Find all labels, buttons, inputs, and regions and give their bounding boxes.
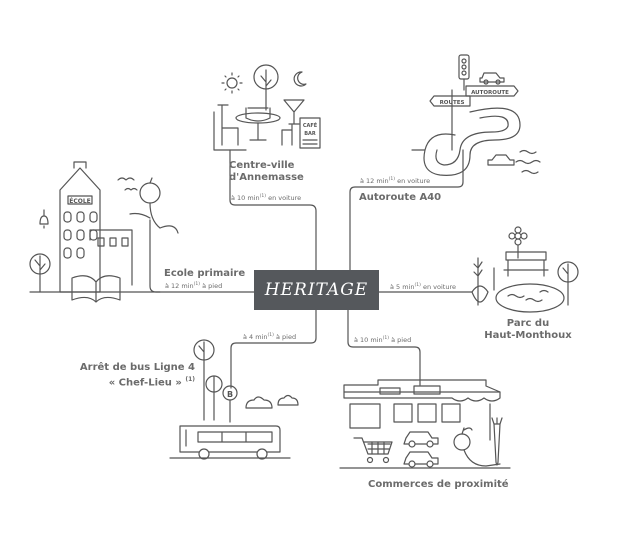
commerces-label: Commerces de proximité bbox=[368, 479, 509, 491]
park-tree-left bbox=[473, 257, 483, 306]
cafe-bar-sign bbox=[299, 117, 321, 149]
chair-left-icon bbox=[217, 104, 239, 146]
bus-name-line1: Arrêt de bus Ligne 4 bbox=[79, 362, 195, 373]
commerces-distance-note: (1) bbox=[382, 336, 390, 341]
apple-tree-icon bbox=[129, 177, 179, 234]
ecole-name: Ecole primaire bbox=[164, 268, 246, 279]
bus-tree-icon bbox=[193, 339, 215, 421]
bell-icon bbox=[39, 209, 49, 229]
commerces-distance: à 10 min(1) à pied bbox=[354, 336, 411, 344]
ecole-distance-note: (1) bbox=[193, 282, 201, 287]
ecole-sign-text: ÉCOLE bbox=[69, 197, 91, 205]
logo-text: HERITAGE bbox=[264, 280, 369, 300]
car-icon-top bbox=[479, 72, 505, 83]
bus-tree-small bbox=[205, 375, 223, 421]
shopping-cart-icon bbox=[353, 437, 393, 455]
bus-distance-note: (1) bbox=[267, 333, 274, 338]
bus-distance: à 4 min(1) à pied bbox=[243, 333, 296, 341]
carrot-icon bbox=[491, 417, 503, 466]
connector-commerces bbox=[347, 309, 421, 386]
centre-ville-label: Centre-ville d'Annemasse bbox=[229, 160, 304, 184]
open-book-icon bbox=[71, 275, 121, 303]
connector-centre-ville bbox=[229, 149, 317, 271]
cafe-sign-text: CAFÉ bbox=[303, 121, 318, 129]
coffee-cup-icon bbox=[245, 107, 271, 122]
heritage-logo: HERITAGE bbox=[254, 270, 379, 310]
ecole-distance-mode: à pied bbox=[202, 282, 223, 291]
bus-distance-mode: à pied bbox=[275, 333, 297, 342]
park-icon bbox=[471, 226, 579, 313]
bus-stop-sign-text: B bbox=[227, 390, 233, 399]
centre-ville-icon bbox=[213, 64, 321, 151]
bus-name-note: (1) bbox=[185, 376, 195, 383]
autoroute-name: Autoroute A40 bbox=[359, 192, 442, 203]
bus-distance-time: à 4 min bbox=[243, 333, 268, 342]
parc-distance-note: (1) bbox=[414, 283, 421, 288]
tree-icon bbox=[253, 64, 279, 111]
bus-name-line2: « Chef-Lieu » bbox=[108, 377, 182, 389]
parc-distance-time: à 5 min bbox=[390, 283, 415, 292]
autoroute-distance-note: (1) bbox=[388, 177, 396, 182]
commerces-distance-time: à 10 min bbox=[354, 336, 383, 345]
centre-ville-distance-note: (1) bbox=[259, 194, 267, 199]
sign-autoroute bbox=[465, 85, 519, 97]
pond-icon bbox=[495, 283, 565, 313]
centre-ville-name-line1: Centre-ville bbox=[229, 160, 295, 171]
school-annex bbox=[89, 229, 133, 286]
small-tree-icon bbox=[29, 253, 51, 293]
autoroute-icon bbox=[411, 54, 541, 176]
autoroute-distance-mode: en voiture bbox=[397, 177, 431, 186]
school-icon bbox=[29, 161, 179, 303]
sign-autoroute-text: AUTOROUTE bbox=[471, 90, 509, 96]
bus-label: Arrêt de bus Ligne 4 « Chef-Lieu » (1) bbox=[70, 362, 195, 389]
chair-right-icon bbox=[281, 124, 293, 146]
shop-awning bbox=[343, 391, 501, 402]
centre-ville-distance-time: à 10 min bbox=[231, 194, 260, 203]
shop-facade bbox=[343, 379, 501, 393]
bus-stop-icon bbox=[169, 339, 299, 460]
car-icon-bottom bbox=[487, 154, 515, 166]
ecole-distance: à 12 min(1) à pied bbox=[165, 282, 222, 290]
water-waves bbox=[515, 149, 541, 175]
shops-icon bbox=[339, 379, 511, 469]
birds-icon bbox=[117, 177, 138, 191]
autoroute-distance-time: à 12 min bbox=[360, 177, 389, 186]
flower-icon bbox=[508, 226, 528, 259]
connector-autoroute bbox=[349, 149, 464, 271]
connector-bus bbox=[230, 309, 317, 389]
parc-label: Parc du Haut-Monthoux bbox=[478, 318, 578, 342]
centre-ville-distance: à 10 min(1) en voiture bbox=[231, 194, 301, 202]
shop-window bbox=[349, 403, 381, 429]
connector-lines bbox=[149, 149, 473, 389]
sign-routes bbox=[429, 95, 471, 107]
parc-name-line1: Parc du bbox=[506, 318, 550, 329]
centre-ville-name-line2: d'Annemasse bbox=[229, 172, 304, 183]
autoroute-label: Autoroute A40 bbox=[359, 192, 441, 204]
ecole-label: Ecole primaire bbox=[164, 268, 245, 280]
autoroute-distance: à 12 min(1) en voiture bbox=[360, 177, 430, 185]
commerces-distance-mode: à pied bbox=[391, 336, 412, 345]
parc-name-line2: Haut-Monthoux bbox=[484, 330, 572, 341]
moon-icon bbox=[293, 71, 307, 87]
bar-sign-text: BAR bbox=[304, 131, 316, 137]
cocktail-glass-icon bbox=[283, 99, 305, 125]
bench-icon bbox=[503, 251, 549, 277]
sun-icon bbox=[221, 72, 243, 94]
cloud-small-icon bbox=[277, 394, 299, 406]
cloud-icon bbox=[245, 396, 273, 409]
commerces-name: Commerces de proximité bbox=[368, 479, 509, 490]
school-windows bbox=[63, 211, 98, 259]
centre-ville-distance-mode: en voiture bbox=[268, 194, 302, 203]
ecole-distance-time: à 12 min bbox=[165, 282, 194, 291]
park-tree-right bbox=[557, 261, 579, 306]
sign-routes-text: ROUTES bbox=[440, 100, 465, 106]
parc-distance: à 5 min(1) en voiture bbox=[390, 283, 456, 291]
parc-distance-mode: en voiture bbox=[422, 283, 456, 292]
bus-body bbox=[179, 425, 281, 453]
apple-icon bbox=[453, 427, 473, 451]
